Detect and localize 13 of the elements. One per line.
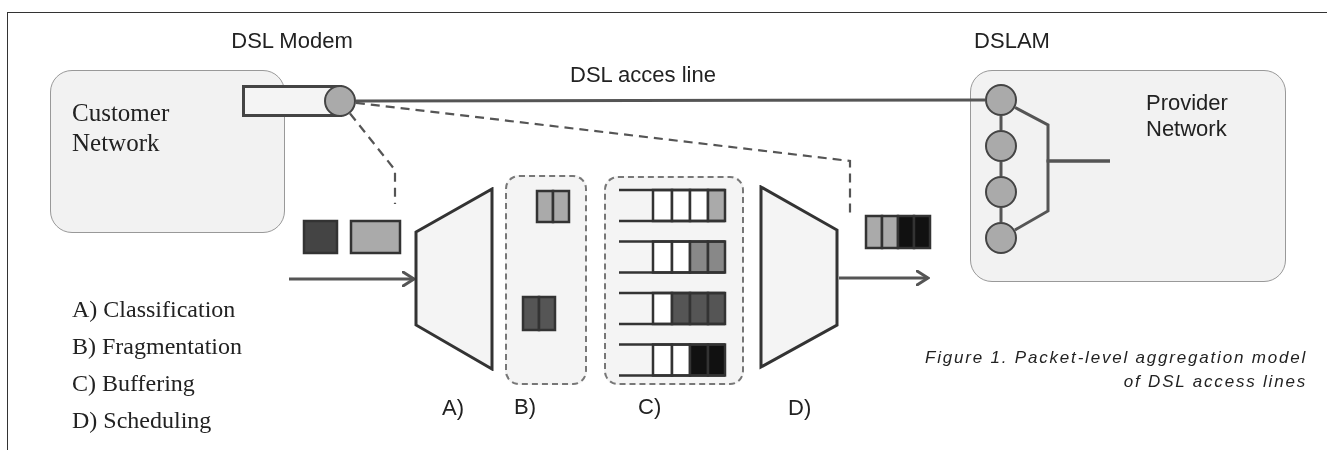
legend-text: B) Fragmentation	[72, 333, 242, 360]
network-label: Provider Network	[1146, 90, 1229, 143]
figure-caption: Figure 1. Packet-level aggregation model of DSL access lines	[924, 347, 1307, 393]
stage-label: D)	[788, 395, 812, 421]
legend-text: C) Buffering	[72, 370, 195, 397]
device-label: DSLAM	[973, 28, 1051, 55]
legend-text: A) Classification	[72, 296, 236, 323]
stage-label: A)	[442, 395, 464, 421]
device-label: DSL Modem	[230, 28, 354, 55]
stage-label: C)	[638, 394, 662, 420]
legend-text: D) Scheduling	[72, 407, 212, 434]
stage-label: B)	[514, 394, 536, 420]
network-label: Customer Network	[72, 98, 171, 158]
